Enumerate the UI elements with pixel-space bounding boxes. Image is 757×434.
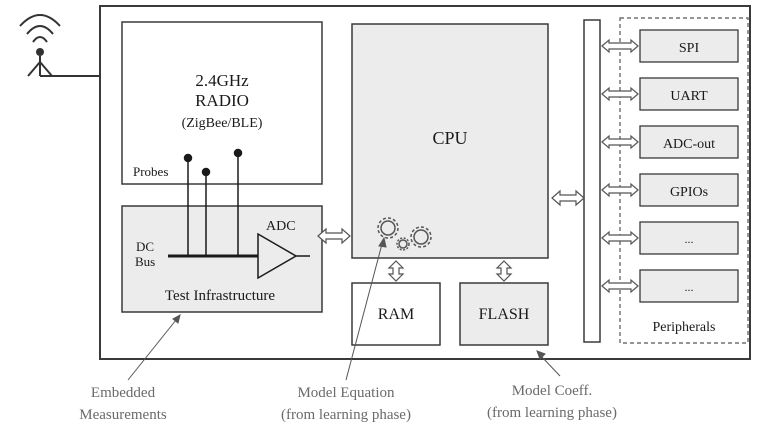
system-bus [583,19,601,343]
cpu-label: CPU [432,128,467,148]
radio-label-name: RADIO [195,91,249,110]
annotation-equation-line1: Model Equation [297,385,395,401]
gears-icon [377,217,432,251]
radio-label-protocol: (ZigBee/BLE) [182,116,263,131]
annotation-embedded-line1: Embedded [91,385,156,401]
annotation-coeff-line1: Model Coeff. [512,383,593,399]
amplifier-icon [257,232,310,280]
peripheral-item-more-1: ... [639,221,739,255]
peripheral-label: ... [685,232,694,246]
annotation-model-equation: Model Equation (from learning phase) [281,385,411,423]
dc-bus-label-dc: DC [136,239,154,254]
peripheral-label: GPIOs [670,185,708,200]
flash-block: FLASH [459,282,549,346]
antenna-icon [19,14,100,77]
annotation-leaders [127,236,561,381]
ram-label: RAM [378,306,414,323]
peripheral-label: SPI [679,41,700,56]
annotation-model-coeff: Model Coeff. (from learning phase) [487,383,617,421]
peripheral-label: ADC-out [663,137,715,152]
annotation-embedded-measurements: Embedded Measurements [79,385,167,423]
peripheral-label: ... [685,280,694,294]
dc-bus-label-bus: Bus [135,254,155,269]
bidirectional-arrow-icon [317,38,639,294]
ram-block: RAM [351,282,441,346]
peripheral-item-gpios: GPIOs [639,173,739,207]
adc-label: ADC [266,219,296,234]
peripheral-item-spi: SPI [639,29,739,63]
peripheral-item-adc-out: ADC-out [639,125,739,159]
peripheral-item-more-2: ... [639,269,739,303]
peripheral-label: UART [670,89,708,104]
flash-label: FLASH [479,306,530,323]
test-infrastructure-label: Test Infrastructure [165,288,275,304]
cpu-block: CPU [351,23,549,259]
radio-label-frequency: 2.4GHz [195,71,249,90]
annotation-equation-line2: (from learning phase) [281,407,411,423]
probes-label: Probes [133,164,168,179]
peripheral-item-uart: UART [639,77,739,111]
radio-block: 2.4GHz RADIO (ZigBee/BLE) Probes [121,21,323,185]
annotation-embedded-line2: Measurements [79,407,167,423]
peripherals-label: Peripherals [653,320,716,335]
probe-wiring [168,148,258,258]
annotation-coeff-line2: (from learning phase) [487,405,617,421]
